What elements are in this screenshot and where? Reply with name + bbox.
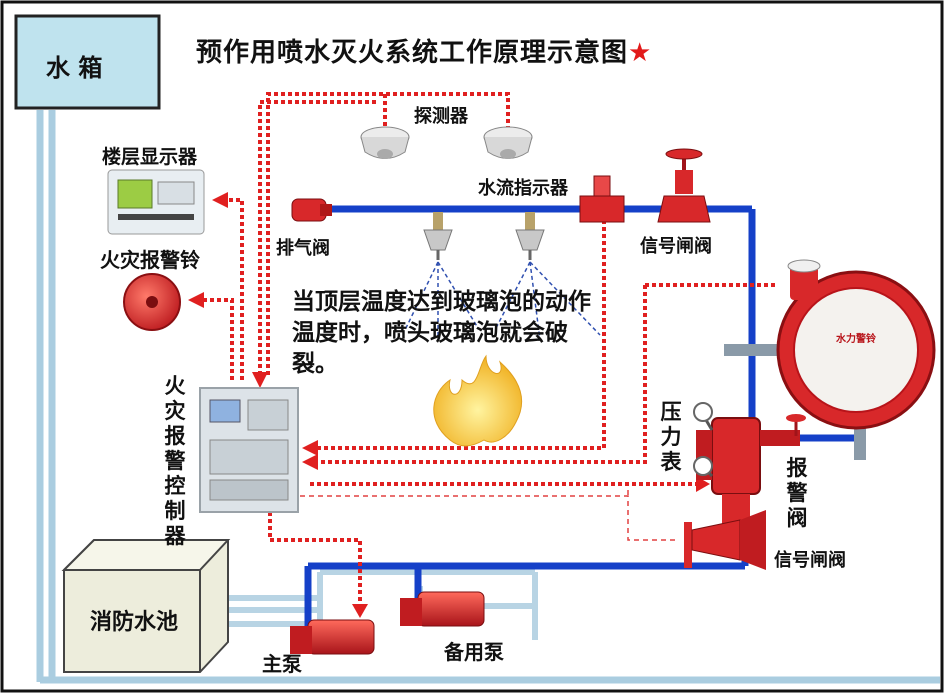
thin-signal-lines <box>300 490 676 541</box>
title-text: 预作用喷水灭火系统工作原理示意图 <box>196 38 629 68</box>
signal-lines <box>198 92 776 608</box>
controller-label: 火灾报警控制器 <box>164 374 186 548</box>
exhaust-valve-label: 排气阀 <box>276 238 330 259</box>
smoke-detector-right <box>483 126 533 159</box>
alarm-controller-cabinet <box>199 387 299 513</box>
main-pump-label: 主泵 <box>262 652 302 676</box>
fire-bell-device <box>123 273 181 331</box>
pressure-gauge-bottom <box>693 456 714 478</box>
spray-lines <box>404 261 601 341</box>
backup-pump-unit <box>400 591 485 627</box>
fire-bell-label: 火灾报警铃 <box>100 248 200 272</box>
pressure-gauge-label: 压力表 <box>660 400 682 474</box>
flow-indicator <box>579 175 625 223</box>
sprinkler-head-left <box>423 212 453 260</box>
star-icon: ★ <box>628 38 653 68</box>
floor-display-label: 楼层显示器 <box>102 146 198 168</box>
exhaust-valve <box>291 198 332 222</box>
floor-display-panel <box>107 169 205 235</box>
page-title: 预作用喷水灭火系统工作原理示意图★ <box>196 32 652 69</box>
smoke-detector-left <box>360 126 410 159</box>
pressure-gauge-top <box>693 402 714 431</box>
tank-supply-pipes <box>36 110 940 684</box>
explanation-note: 当顶层温度达到玻璃泡的动作温度时，喷头玻璃泡就会破裂。 <box>292 289 591 377</box>
alarm-valve-label: 报警阀 <box>786 456 808 530</box>
signal-gate-valve-bottom <box>684 510 766 570</box>
sprinkler-head-right <box>515 212 545 260</box>
detector-label: 探测器 <box>414 106 468 127</box>
water-tank <box>14 14 161 110</box>
main-pump-unit <box>290 619 375 655</box>
backup-pump-label: 备用泵 <box>444 640 504 664</box>
gong-face-label: 水力警铃 <box>836 334 876 345</box>
fire-flame <box>433 354 523 447</box>
fire-water-pool <box>61 539 231 673</box>
fire-pool-label: 消防水池 <box>90 610 179 635</box>
signal-valve-top-label: 信号闸阀 <box>640 236 712 257</box>
signal-valve-bottom-label: 信号闸阀 <box>774 550 846 571</box>
water-motor-gong <box>776 259 936 430</box>
signal-gate-valve-top <box>657 148 711 223</box>
water-tank-label: 水 箱 <box>46 54 103 82</box>
flow-indicator-label: 水流指示器 <box>478 178 568 199</box>
